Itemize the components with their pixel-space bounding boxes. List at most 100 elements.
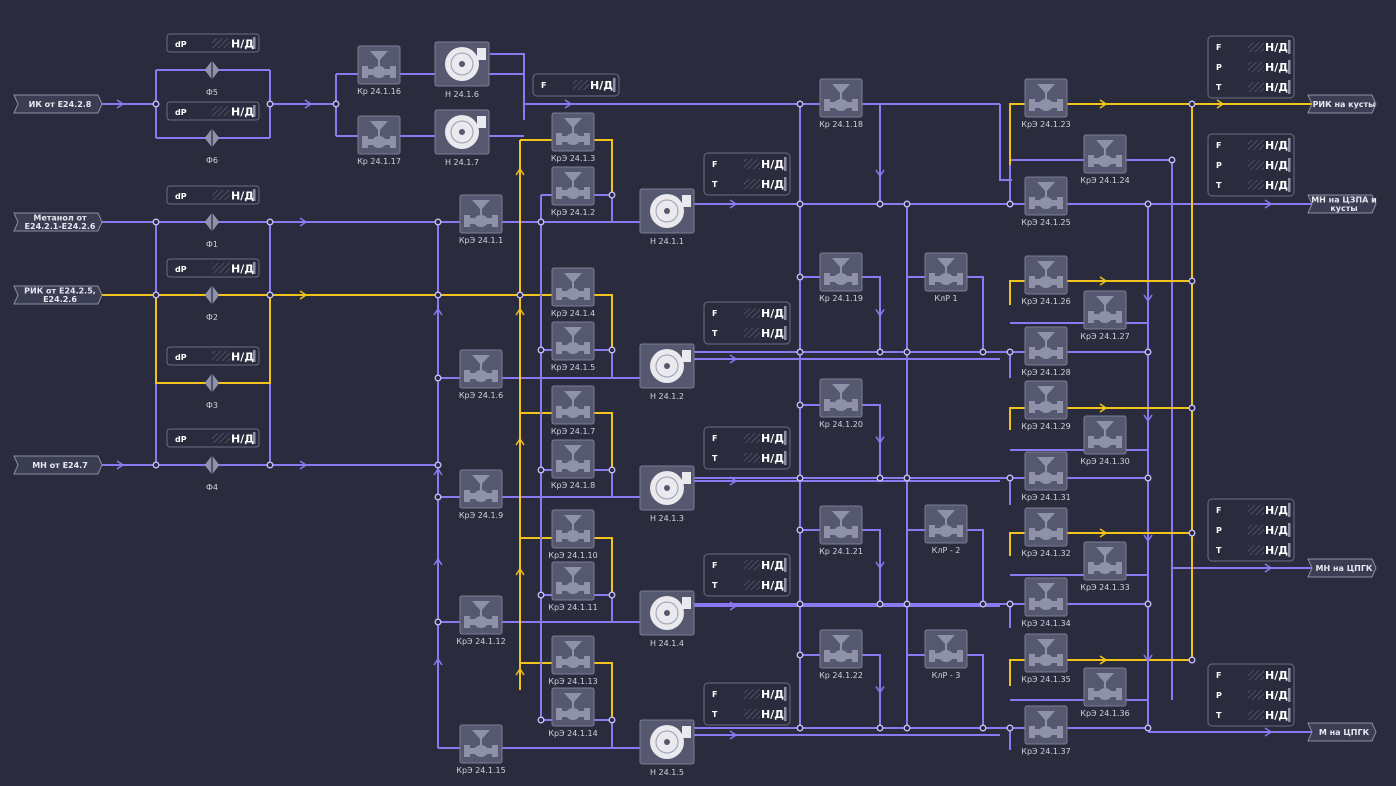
pump-main-2[interactable] (639, 343, 695, 389)
valve-col4-10[interactable] (1024, 705, 1068, 745)
flow-arrow (875, 686, 885, 694)
pipe-junction (608, 191, 616, 199)
valve-kr-24-1-17-label: Кр 24.1.17 (357, 157, 401, 166)
valve-col1-1-label: КрЭ 24.1.1 (459, 236, 503, 245)
readout-pump-1-f-key: F (712, 160, 717, 169)
readout-pump-2-t-key: T (712, 329, 718, 338)
pipe-junction (796, 200, 804, 208)
valve-col2-7[interactable] (551, 509, 595, 549)
readout-pump-1 (703, 152, 791, 196)
input-ik-text: ИК от Е24.2.8 (29, 100, 92, 109)
valve-col3-1[interactable] (819, 78, 863, 118)
valve-col4-4[interactable] (1024, 326, 1068, 366)
valve-col3-3[interactable] (819, 378, 863, 418)
readout-pump-4 (703, 553, 791, 597)
pump-main-5-label: Н 24.1.5 (650, 768, 684, 777)
readout-out-1-f-key: F (1216, 43, 1221, 52)
readout-pump-3 (703, 426, 791, 470)
valve-col2-2[interactable] (551, 166, 595, 206)
pipe-junction (876, 724, 884, 732)
filter-1[interactable] (204, 60, 220, 80)
pipe-segment (1009, 280, 1192, 305)
dp-readout-1-key: dP (175, 40, 187, 49)
valve-col2-8[interactable] (551, 561, 595, 601)
pipe-junction (1188, 277, 1196, 285)
valve-col1-3[interactable] (459, 469, 503, 509)
pump-main-1[interactable] (639, 188, 695, 234)
valve-col1-2[interactable] (459, 349, 503, 389)
filter-4[interactable] (204, 285, 220, 305)
valve-col2-5-label: КрЭ 24.1.7 (551, 427, 595, 436)
valve-col2-4[interactable] (551, 321, 595, 361)
valve-col2-5[interactable] (551, 385, 595, 425)
flow-arrow (299, 290, 308, 300)
pipe-junction (1144, 474, 1152, 482)
valve-col3-5[interactable] (819, 629, 863, 669)
pump-main-4[interactable] (639, 590, 695, 636)
pump-h-24-1-6-label: Н 24.1.6 (445, 90, 479, 99)
valve-col2-9-label: КрЭ 24.1.13 (548, 677, 597, 686)
pipe-junction (537, 218, 545, 226)
valve-col4-8[interactable] (1024, 577, 1068, 617)
valve-col5-5[interactable] (1083, 667, 1127, 707)
input-rik-text-2: Е24.2.6 (43, 295, 77, 304)
valve-col5-2[interactable] (1083, 290, 1127, 330)
valve-col3-2[interactable] (819, 252, 863, 292)
pipe-junction (152, 218, 160, 226)
valve-col1-4[interactable] (459, 595, 503, 635)
valve-col4-6[interactable] (1024, 451, 1068, 491)
valve-col2-6[interactable] (551, 439, 595, 479)
flow-arrow (515, 667, 525, 676)
filter-2[interactable] (204, 128, 220, 148)
pump-h-24-1-6[interactable] (434, 41, 490, 87)
valve-col4-2[interactable] (1024, 176, 1068, 216)
valve-col2-9[interactable] (551, 635, 595, 675)
pipe-junction (796, 348, 804, 356)
valve-col2-10[interactable] (551, 687, 595, 727)
pump-h-24-1-7[interactable] (434, 109, 490, 155)
valve-col4-3[interactable] (1024, 255, 1068, 295)
pipe-junction (152, 100, 160, 108)
valve-col4-5[interactable] (1024, 380, 1068, 420)
valve-col2-3[interactable] (551, 267, 595, 307)
readout-out-1-p-key: P (1216, 63, 1222, 72)
pump-main-5[interactable] (639, 719, 695, 765)
valve-col5-4[interactable] (1083, 541, 1127, 581)
pipe-segment (1009, 103, 1312, 165)
valve-col4-3-label: КрЭ 24.1.26 (1021, 297, 1070, 306)
readout-out-4-f-key: F (1216, 671, 1221, 680)
pump-h-24-1-7-label: Н 24.1.7 (445, 158, 479, 167)
flow-arrow (116, 99, 125, 109)
valve-col4-1[interactable] (1024, 78, 1068, 118)
flow-arrow (875, 309, 885, 317)
valve-klr-1[interactable] (924, 252, 968, 292)
filter-5[interactable] (204, 373, 220, 393)
valve-col4-9-label: КрЭ 24.1.35 (1021, 675, 1070, 684)
valve-col5-3[interactable] (1083, 415, 1127, 455)
valve-klr-3[interactable] (924, 629, 968, 669)
pipe-junction (903, 200, 911, 208)
valve-col3-4[interactable] (819, 505, 863, 545)
readout-pump-2-f-value: Н/Д (761, 307, 784, 320)
valve-klr-2[interactable] (924, 504, 968, 544)
filter-2-label: Ф6 (206, 156, 218, 165)
pipe-junction (516, 291, 524, 299)
filter-6[interactable] (204, 455, 220, 475)
dp-readout-1-value: Н/Д (231, 38, 254, 51)
filter-3[interactable] (204, 212, 220, 232)
readout-pump-2-f-key: F (712, 309, 717, 318)
dp-readout-4-key: dP (175, 265, 187, 274)
valve-col4-9[interactable] (1024, 633, 1068, 673)
valve-kr-24-1-17[interactable] (357, 115, 401, 155)
pump-main-3[interactable] (639, 465, 695, 511)
valve-col1-4-label: КрЭ 24.1.12 (456, 637, 505, 646)
valve-col1-5[interactable] (459, 724, 503, 764)
pipe-segment (520, 537, 613, 595)
output-rik-text: РИК на кусты (1313, 100, 1376, 109)
valve-col4-7[interactable] (1024, 507, 1068, 547)
valve-col2-1[interactable] (551, 112, 595, 152)
valve-kr-24-1-16[interactable] (357, 45, 401, 85)
valve-col5-5-label: КрЭ 24.1.36 (1080, 709, 1129, 718)
valve-col5-1[interactable] (1083, 134, 1127, 174)
valve-col1-1[interactable] (459, 194, 503, 234)
